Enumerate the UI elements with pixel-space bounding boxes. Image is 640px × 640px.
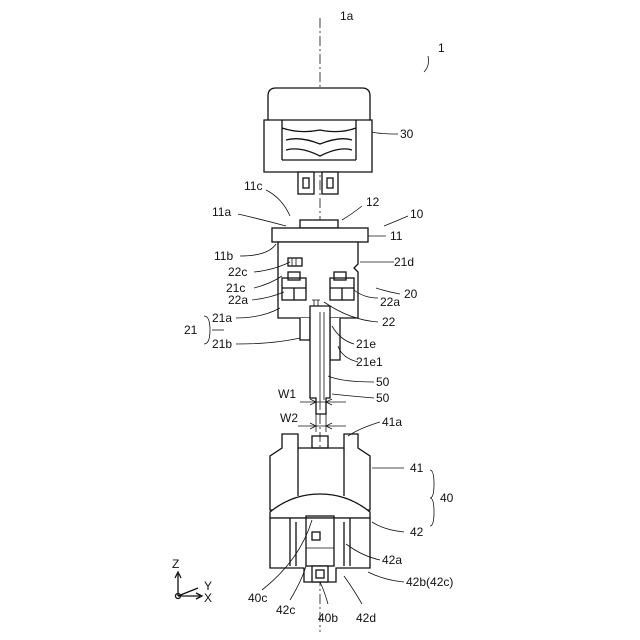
label-42a: 42a [382, 553, 402, 567]
label-21e1: 21e1 [356, 355, 383, 369]
label-30: 30 [400, 127, 414, 141]
label-11c: 11c [244, 179, 262, 193]
label-42b: 42b(42c) [406, 575, 453, 589]
label-20: 20 [404, 287, 418, 301]
label-42d: 42d [356, 611, 376, 625]
label-41: 41 [410, 461, 424, 475]
label-21b: 21b [212, 337, 232, 351]
label-40b: 40b [318, 611, 338, 625]
label-21e: 21e [356, 337, 376, 351]
label-w2: W2 [280, 411, 298, 425]
connector-part-40 [270, 434, 370, 582]
label-50-upper: 50 [376, 375, 390, 389]
label-22: 22 [382, 315, 396, 329]
label-22a-right: 22a [380, 295, 400, 309]
label-10: 10 [410, 207, 424, 221]
label-21: 21 [184, 323, 198, 337]
label-40: 40 [440, 491, 454, 505]
label-1: 1 [438, 41, 445, 55]
label-22c: 22c [228, 265, 247, 279]
cap-part-30 [264, 88, 372, 194]
label-11a: 11a [212, 205, 231, 219]
label-41a: 41a [382, 415, 402, 429]
label-40c: 40c [248, 591, 267, 605]
label-42: 42 [410, 525, 424, 539]
label-11b: 11b [214, 249, 233, 263]
coordinate-axes: Z Y X [172, 557, 212, 605]
label-1a: 1a [340, 9, 354, 23]
label-42c: 42c [276, 603, 295, 617]
label-w1: W1 [278, 387, 296, 401]
label-11: 11 [390, 229, 403, 243]
label-21a: 21a [212, 311, 232, 325]
axis-z-label: Z [172, 557, 179, 571]
axis-x-label: X [204, 591, 212, 605]
label-22a-left: 22a [228, 293, 248, 307]
label-21d: 21d [394, 255, 414, 269]
label-12: 12 [366, 195, 380, 209]
label-50-lower: 50 [376, 391, 390, 405]
